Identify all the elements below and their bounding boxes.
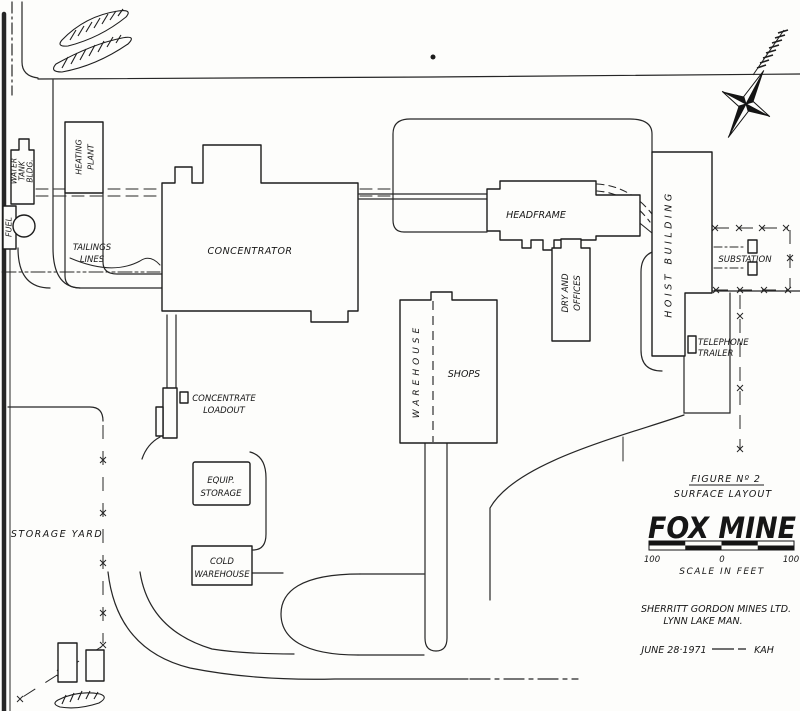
loadout-marker <box>179 391 189 404</box>
building-loadout-main <box>162 387 178 439</box>
building-headframe <box>486 180 641 251</box>
scale-left-value: 100 <box>644 555 660 565</box>
dry-offices-label-1: DRY AND <box>561 273 571 313</box>
terrain-hatching <box>53 8 132 709</box>
compass-star-dark <box>722 70 770 138</box>
tailings-swoop <box>69 257 161 269</box>
fuel-tank-circle <box>12 214 36 238</box>
water-tank-label-3: BLDG. <box>26 159 35 182</box>
dry-offices-label-2: OFFICES <box>573 275 583 311</box>
shops-label: SHOPS <box>448 369 480 380</box>
labels: WATER TANK BLDG. FUEL HEATING PLANT TAIL… <box>5 139 773 580</box>
fence-yard-diagonal <box>17 646 102 701</box>
south-road-outer <box>107 571 469 680</box>
compass-rose-icon <box>721 29 789 138</box>
compass-star-light <box>721 70 771 138</box>
outcrop-bottom <box>54 692 105 709</box>
tailings-label-2: LINES <box>80 255 105 265</box>
tailings-label-1: TAILINGS <box>73 243 112 253</box>
heating-road-right <box>102 192 163 275</box>
map-dot <box>430 54 436 60</box>
drawing-date: JUNE 28·1971 <box>639 645 706 656</box>
building-equip-storage <box>192 461 251 506</box>
heating-plant-label-2: PLANT <box>87 143 96 170</box>
mine-name-title: FOX MINE <box>648 511 796 545</box>
building-fuel <box>2 205 17 250</box>
left-road-corner <box>21 1 39 79</box>
headframe-label: HEADFRAME <box>506 210 566 221</box>
warehouse-label: WAREHOUSE <box>412 324 422 418</box>
north-arrow-hatch <box>756 29 789 69</box>
concentrator-label: CONCENTRATOR <box>207 246 292 257</box>
equip-storage-label-1: EQUIP. <box>207 476 234 486</box>
building-loadout-side <box>155 406 164 437</box>
substation-transformer-2 <box>747 261 758 276</box>
telephone-trailer-label-1: TELEPHONE <box>698 338 749 348</box>
outcrop-top-1 <box>59 10 129 47</box>
equip-storage-label-2: STORAGE <box>201 489 243 499</box>
water-tank-label-1: WATER <box>10 158 19 184</box>
cold-warehouse-label-1: COLD <box>210 557 234 567</box>
outcrop-bottom-hatch <box>61 690 99 705</box>
concentrate-loadout-label-2: LOADOUT <box>203 406 245 416</box>
heating-plant-label-1: HEATING <box>75 139 84 174</box>
fuel-label: FUEL <box>5 217 14 237</box>
fuel-road-corner <box>17 247 51 289</box>
drafter-initials: KAH <box>754 645 774 656</box>
buildings <box>2 121 758 683</box>
telephone-trailer-label-2: TRAILER <box>698 349 734 359</box>
outcrop-top-2 <box>53 36 132 73</box>
scale-bar-seg-1 <box>649 541 686 546</box>
company-name: SHERRITT GORDON MINES LTD. <box>641 604 791 615</box>
building-warehouse-shops <box>399 291 498 444</box>
scale-caption: SCALE IN FEET <box>679 567 765 577</box>
building-shed-1 <box>57 642 78 683</box>
building-shed-2 <box>85 649 105 682</box>
south-road-inner <box>139 571 295 655</box>
building-water-tank <box>10 138 35 205</box>
headframe-loop-road <box>392 118 653 233</box>
trailer-pad-outline <box>683 292 731 414</box>
substation-transformer-1 <box>747 239 758 254</box>
building-heating-plant <box>64 121 104 194</box>
hoist-rope-dashed-1 <box>596 183 653 215</box>
title-block: FIGURE Nº 2 SURFACE LAYOUT FOX MINE 100 … <box>639 474 799 656</box>
substation-label: SUBSTATION <box>718 255 772 265</box>
fences <box>16 224 794 703</box>
water-tank-label-2: TANK <box>18 160 27 181</box>
scale-bar-seg-2 <box>721 541 758 546</box>
diagonal-road <box>489 414 685 601</box>
figure-subtitle: SURFACE LAYOUT <box>674 489 773 500</box>
scale-bar-seg-3 <box>685 545 722 550</box>
hoist-building-label: HOIST BUILDING <box>664 190 675 317</box>
fence-x-marks <box>16 224 794 703</box>
figure-number: FIGURE Nº 2 <box>691 474 761 485</box>
building-telephone-trailer <box>687 335 697 354</box>
scale-bar-seg-4 <box>757 545 794 550</box>
heating-road-left <box>64 192 81 289</box>
culdesac-bulb <box>280 573 361 656</box>
outcrop-top-1-hatch <box>69 8 124 41</box>
equip-hook-road <box>249 451 267 551</box>
shops-track <box>424 442 448 652</box>
building-dry-offices <box>551 238 591 342</box>
storage-yard-top-road <box>7 406 104 422</box>
concentrate-loadout-label-1: CONCENTRATE <box>192 394 256 404</box>
building-concentrator <box>161 144 359 323</box>
top-road <box>37 73 800 80</box>
cold-warehouse-label-2: WAREHOUSE <box>194 570 250 580</box>
outcrop-top-2-hatch <box>61 34 122 69</box>
building-cold-warehouse <box>191 545 253 586</box>
building-hoist <box>651 151 713 357</box>
scale-right-value: 100 <box>783 555 799 565</box>
storage-yard-label: STORAGE YARD <box>11 529 103 540</box>
company-location: LYNN LAKE MAN. <box>663 616 742 627</box>
loadout-hook-road <box>141 436 161 460</box>
scale-zero-value: 0 <box>719 555 724 565</box>
scale-bar <box>648 540 795 551</box>
